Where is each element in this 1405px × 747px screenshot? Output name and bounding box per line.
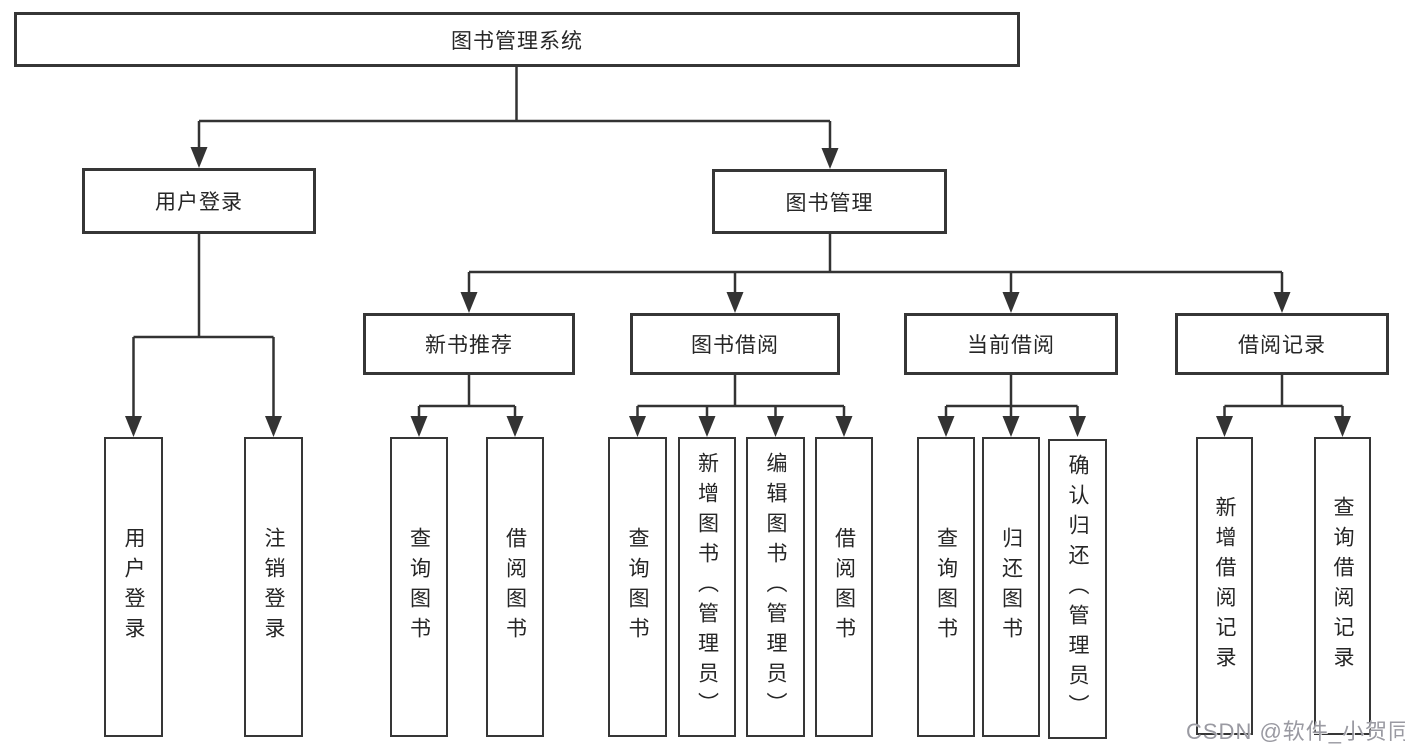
- node-add-books-admin: 新增图书（管理员）: [678, 437, 736, 737]
- node-borrow-records: 借阅记录: [1175, 313, 1389, 375]
- node-borrow-books-leaf: 借阅图书: [815, 437, 873, 737]
- node-new-book-recommend: 新书推荐: [363, 313, 575, 375]
- node-add-borrow-record: 新增借阅记录: [1196, 437, 1253, 735]
- node-borrow-books-recommend: 借阅图书: [486, 437, 544, 737]
- node-query-books-current: 查询图书: [917, 437, 975, 737]
- node-query-borrow-record: 查询借阅记录: [1314, 437, 1371, 735]
- node-edit-books-admin: 编辑图书（管理员）: [746, 437, 805, 737]
- node-return-books: 归还图书: [982, 437, 1040, 737]
- watermark: CSDN @软件_小贺同学: [1186, 719, 1405, 744]
- node-root: 图书管理系统: [14, 12, 1020, 67]
- node-book-borrowing: 图书借阅: [630, 313, 840, 375]
- node-logout-leaf: 注销登录: [244, 437, 303, 737]
- node-query-books-borrowing: 查询图书: [608, 437, 667, 737]
- node-user-login-leaf: 用户登录: [104, 437, 163, 737]
- node-user-login: 用户登录: [82, 168, 316, 234]
- node-confirm-return-admin: 确认归还（管理员）: [1048, 439, 1107, 739]
- node-current-borrowing: 当前借阅: [904, 313, 1118, 375]
- node-query-books-recommend: 查询图书: [390, 437, 448, 737]
- connector-lines: [132, 67, 1344, 420]
- arrowheads: [125, 147, 1351, 437]
- node-book-management: 图书管理: [712, 169, 947, 234]
